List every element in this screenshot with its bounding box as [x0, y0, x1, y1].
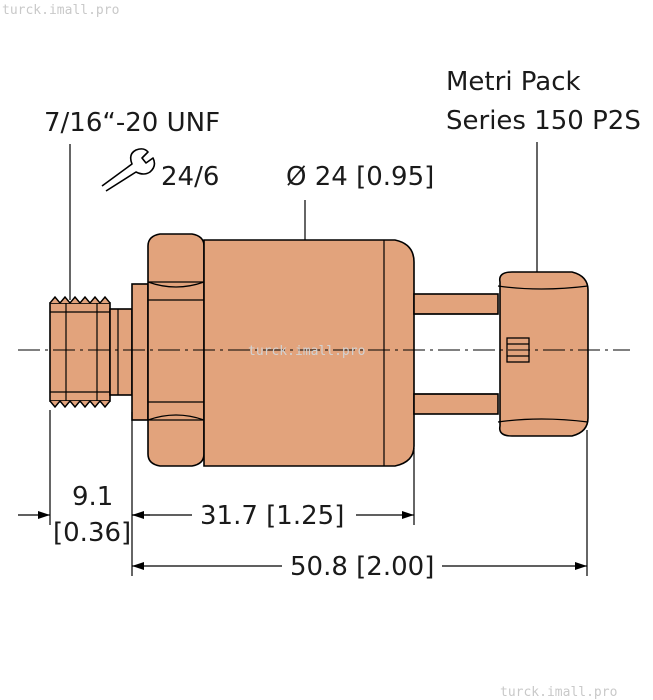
- connector-label-line2: Series 150 P2S: [446, 106, 641, 136]
- watermark-bottom-right: turck.imall.pro: [500, 685, 617, 700]
- metri-pack-connector: [497, 271, 589, 437]
- diameter-label: Ø 24 [0.95]: [286, 162, 434, 192]
- watermark-center: turck.imall.pro: [248, 344, 365, 359]
- dimension-thread-length: 9.1 [0.36]: [18, 482, 150, 548]
- threaded-stub: [49, 283, 149, 421]
- extension-lines: [49, 410, 588, 576]
- connector-label-line1: Metri Pack: [446, 67, 581, 97]
- wrench-size-label: 24/6: [161, 162, 219, 192]
- leader-lines: [69, 142, 538, 300]
- dimension-thread-length-mm: 9.1: [72, 482, 113, 512]
- dimension-thread-length-in: [0.36]: [53, 518, 131, 548]
- dimension-body-length: 31.7 [1.25]: [132, 501, 414, 531]
- dimension-body-length-label: 31.7 [1.25]: [200, 501, 344, 531]
- watermark-top-left: turck.imall.pro: [2, 3, 119, 18]
- dimension-total-length: 50.8 [2.00]: [132, 552, 587, 582]
- sensor-body: [203, 239, 415, 467]
- dimension-total-length-label: 50.8 [2.00]: [290, 552, 434, 582]
- thread-label: 7/16“-20 UNF: [44, 108, 220, 138]
- connector-pins: [413, 293, 499, 415]
- wrench-icon: [101, 148, 156, 192]
